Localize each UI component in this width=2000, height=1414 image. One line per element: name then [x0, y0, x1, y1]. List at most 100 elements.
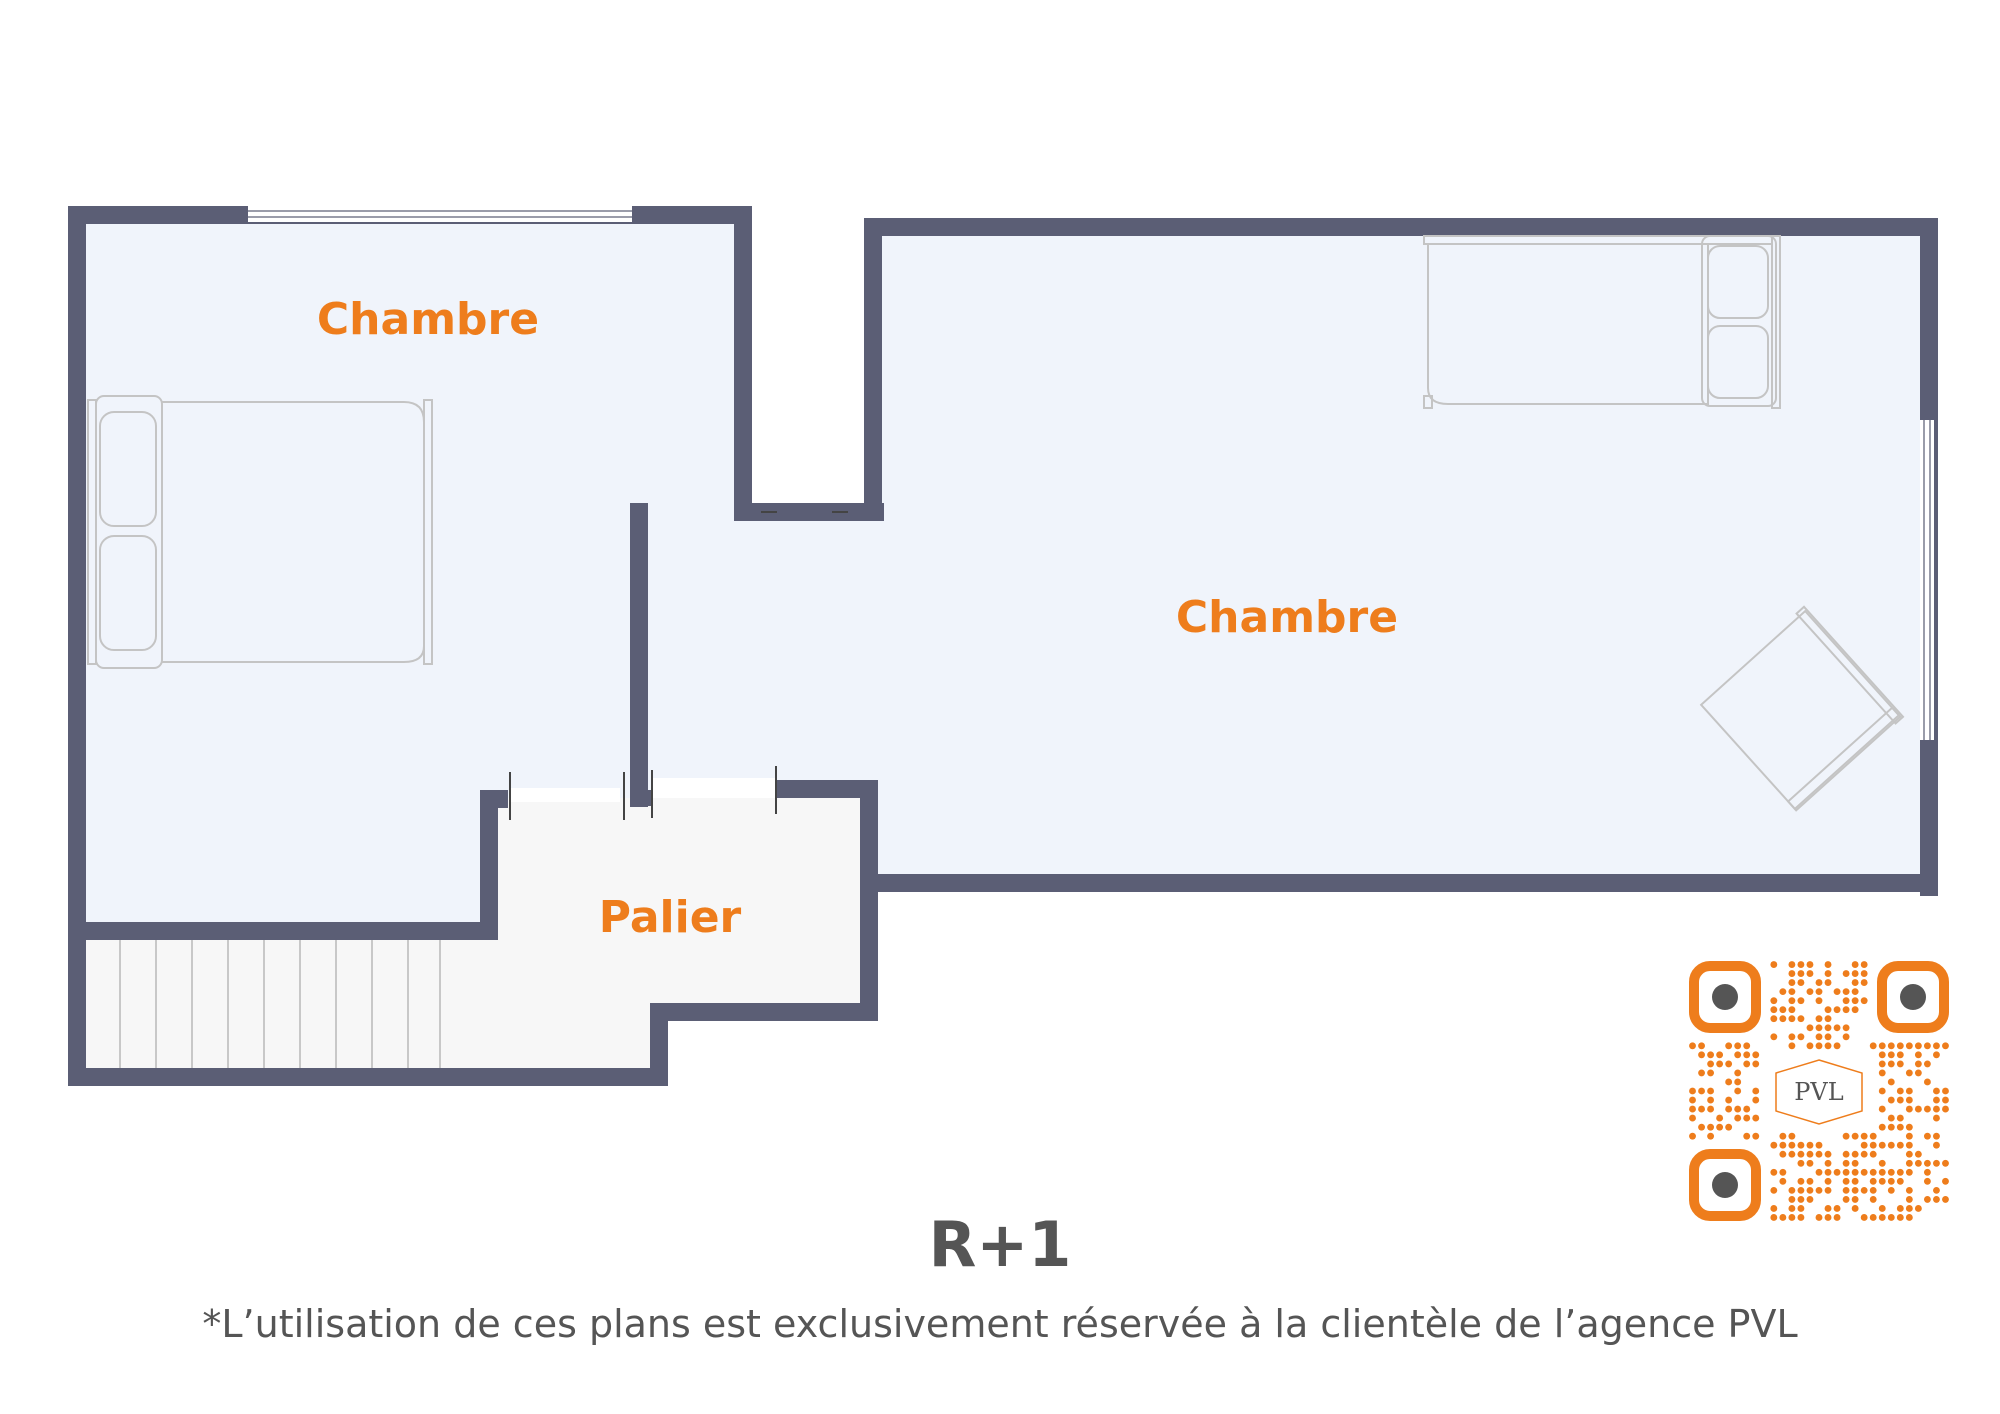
- qr-module: [1942, 1177, 1949, 1185]
- qr-module: [1896, 1205, 1904, 1212]
- qr-module: [1833, 1214, 1841, 1221]
- qr-module: [1770, 1168, 1778, 1176]
- qr-module: [1869, 1042, 1877, 1050]
- qr-module: [1923, 1060, 1931, 1068]
- qr-module: [1743, 1105, 1751, 1113]
- qr-module: [1851, 1168, 1859, 1176]
- qr-module: [1878, 1105, 1886, 1113]
- qr-module: [1933, 1159, 1940, 1167]
- qr-module: [1878, 1205, 1886, 1212]
- qr-module: [1923, 1159, 1931, 1167]
- qr-module: [1752, 1060, 1760, 1068]
- qr-module: [1752, 1096, 1760, 1104]
- qr-module: [1743, 1042, 1751, 1050]
- qr-module: [1797, 1159, 1805, 1167]
- qr-module: [1779, 988, 1787, 996]
- qr-module: [1905, 1214, 1913, 1221]
- qr-module: [1707, 1051, 1715, 1059]
- qr-module: [1698, 1042, 1705, 1050]
- qr-module: [1779, 1150, 1787, 1158]
- double-bed: [87, 395, 433, 669]
- qr-module: [1869, 1141, 1877, 1149]
- qr-module: [1815, 1015, 1823, 1023]
- qr-module: [1743, 1051, 1751, 1059]
- qr-module: [1878, 1159, 1886, 1167]
- qr-module: [1725, 1042, 1733, 1050]
- qr-module: [1788, 1015, 1796, 1023]
- qr-module: [1734, 1105, 1742, 1113]
- qr-module: [1833, 988, 1841, 996]
- qr-module: [1851, 961, 1859, 968]
- qr-module: [1689, 1105, 1696, 1113]
- qr-module: [1860, 1168, 1868, 1176]
- qr-module: [1878, 1069, 1886, 1077]
- qr-module: [1716, 1123, 1724, 1131]
- qr-module: [1914, 1051, 1922, 1059]
- qr-module: [1752, 1114, 1760, 1122]
- qr-module: [1942, 1042, 1949, 1050]
- qr-module: [1779, 1141, 1787, 1149]
- qr-module: [1806, 1024, 1814, 1032]
- qr-module: [1905, 1069, 1913, 1077]
- qr-module: [1788, 988, 1796, 996]
- qr-module: [1878, 1123, 1886, 1131]
- qr-module: [1905, 1132, 1913, 1140]
- qr-module: [1923, 1195, 1931, 1203]
- qr-module: [1905, 1042, 1913, 1050]
- qr-module: [1779, 1177, 1787, 1185]
- qr-module: [1734, 1069, 1742, 1077]
- qr-module: [1860, 997, 1868, 1005]
- qr-module: [1689, 1132, 1696, 1140]
- qr-module: [1842, 1006, 1850, 1014]
- room-label-palier: Palier: [599, 892, 742, 943]
- qr-module: [1824, 1168, 1832, 1176]
- qr-module: [1869, 1195, 1877, 1203]
- qr-module: [1707, 1105, 1715, 1113]
- qr-module: [1842, 1150, 1850, 1158]
- qr-module: [1806, 1042, 1814, 1050]
- qr-module: [1770, 1015, 1778, 1023]
- qr-module: [1716, 1060, 1724, 1068]
- qr-module: [1933, 1195, 1940, 1203]
- qr-module: [1905, 1096, 1913, 1104]
- qr-module: [1851, 979, 1859, 987]
- qr-code: PVL: [1689, 961, 1949, 1221]
- qr-module: [1806, 988, 1814, 996]
- qr-module: [1914, 1060, 1922, 1068]
- qr-module: [1842, 997, 1850, 1005]
- qr-module: [1707, 1069, 1715, 1077]
- qr-module: [1707, 1123, 1715, 1131]
- qr-module: [1933, 1141, 1940, 1149]
- qr-module: [1887, 1051, 1895, 1059]
- qr-module: [1896, 1177, 1904, 1185]
- qr-module: [1923, 1132, 1931, 1140]
- qr-module: [1779, 1132, 1787, 1140]
- qr-module: [1779, 1168, 1787, 1176]
- qr-finder-top-right: [1877, 961, 1949, 1033]
- qr-module: [1851, 1186, 1859, 1194]
- qr-module: [1842, 1195, 1850, 1203]
- qr-module: [1788, 1205, 1796, 1212]
- qr-module: [1779, 1015, 1787, 1023]
- qr-module: [1887, 1042, 1895, 1050]
- qr-module: [1887, 1078, 1895, 1086]
- qr-module: [1806, 1195, 1814, 1203]
- qr-module: [1797, 1205, 1805, 1212]
- qr-module: [1887, 1186, 1895, 1194]
- qr-module: [1689, 1114, 1696, 1122]
- qr-module: [1923, 1042, 1931, 1050]
- qr-module: [1887, 1096, 1895, 1104]
- qr-module: [1707, 1060, 1715, 1068]
- qr-module: [1833, 1205, 1841, 1212]
- qr-module: [1887, 1141, 1895, 1149]
- qr-module: [1824, 961, 1832, 968]
- chambre-left-floor: [76, 216, 744, 928]
- qr-module: [1815, 1214, 1823, 1221]
- qr-module: [1815, 1033, 1823, 1041]
- qr-module: [1860, 979, 1868, 987]
- qr-module: [1869, 1214, 1877, 1221]
- qr-module: [1698, 1069, 1705, 1077]
- stairs: [119, 940, 441, 1070]
- qr-module: [1905, 1195, 1913, 1203]
- qr-module: [1770, 1186, 1778, 1194]
